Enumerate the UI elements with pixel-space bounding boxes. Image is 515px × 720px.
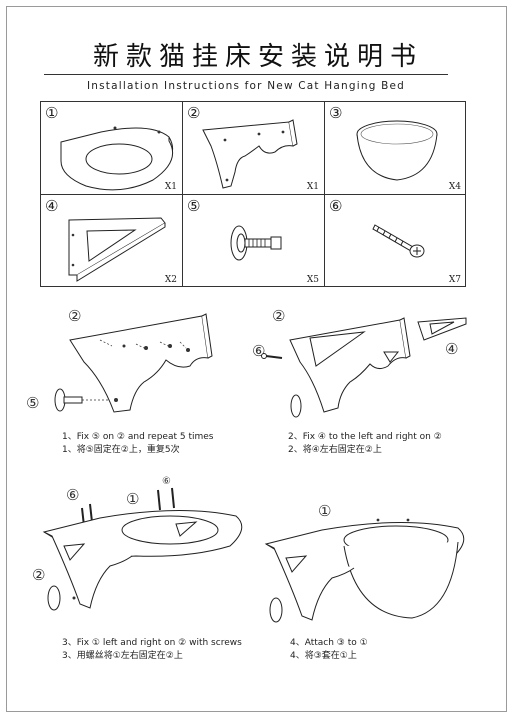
- bowl-icon: [356, 120, 438, 181]
- part-quantity: X4: [448, 182, 461, 192]
- step1-caption-en: 1、Fix ⑤ on ② and repeat 5 times: [62, 432, 214, 442]
- part-cell-2: ② X1: [183, 102, 325, 195]
- part-cell-6: ⑥ X7: [325, 195, 467, 288]
- page-title-en: Installation Instructions for New Cat Ha…: [86, 80, 406, 92]
- part-cell-4: ④ X2: [41, 195, 183, 288]
- step1-label-suction: ⑤: [26, 394, 40, 412]
- step4-label-seat: ①: [318, 502, 332, 520]
- triangle-bracket-icon: [68, 217, 166, 282]
- title-divider: [44, 74, 448, 75]
- step3-caption-en: 3、Fix ① left and right on ② with screws: [62, 638, 242, 648]
- part-cell-1: ① X1: [41, 102, 183, 195]
- step2-caption-cn: 2、将④左右固定在②上: [288, 445, 382, 455]
- step3-label-screw: ⑥: [66, 486, 80, 504]
- step4-caption-en: 4、Attach ③ to ①: [290, 638, 368, 648]
- suction-cup-icon: [230, 225, 282, 261]
- step4-illustration: [264, 518, 465, 623]
- step3-label-panel: ②: [32, 566, 46, 584]
- part-quantity: X2: [164, 275, 177, 285]
- step1-illustration: [54, 313, 213, 413]
- part-number: ⑤: [187, 197, 201, 215]
- page-border: [6, 6, 507, 712]
- screw-icon: [372, 224, 425, 258]
- parts-grid: ① X1 ② X1 ③: [40, 101, 466, 287]
- step2-illustration: [261, 317, 467, 418]
- step2-label-panel: ②: [272, 307, 286, 325]
- part-quantity: X5: [306, 275, 319, 285]
- part-number: ⑥: [329, 197, 343, 215]
- part-quantity: X1: [164, 182, 177, 192]
- step3-label-screw-top: ⑥: [162, 476, 171, 487]
- part-cell-3: ③ X4: [325, 102, 467, 195]
- part-quantity: X7: [448, 275, 461, 285]
- part-number: ①: [45, 104, 59, 122]
- part-quantity: X1: [306, 182, 319, 192]
- step3-label-seat: ①: [126, 490, 140, 508]
- part-number: ④: [45, 197, 59, 215]
- step1-label-panel: ②: [68, 307, 82, 325]
- wall-panel-icon: [202, 119, 298, 189]
- grid-divider: [41, 194, 465, 195]
- page-title-cn: 新款猫挂床安装说明书: [92, 42, 423, 72]
- step2-caption-en: 2、Fix ④ to the left and right on ②: [288, 432, 442, 442]
- step3-caption-cn: 3、用螺丝将①左右固定在②上: [62, 651, 183, 661]
- part-cell-5: ⑤ X5: [183, 195, 325, 288]
- part-number: ②: [187, 104, 201, 122]
- part-number: ③: [329, 104, 343, 122]
- step2-label-bracket-right: ④: [445, 340, 459, 358]
- step3-illustration: [42, 487, 243, 611]
- seat-board-icon: [60, 126, 173, 191]
- step4-caption-cn: 4、将③套在①上: [290, 651, 357, 661]
- step1-caption-cn: 1、将⑤固定在②上，重复5次: [62, 445, 180, 455]
